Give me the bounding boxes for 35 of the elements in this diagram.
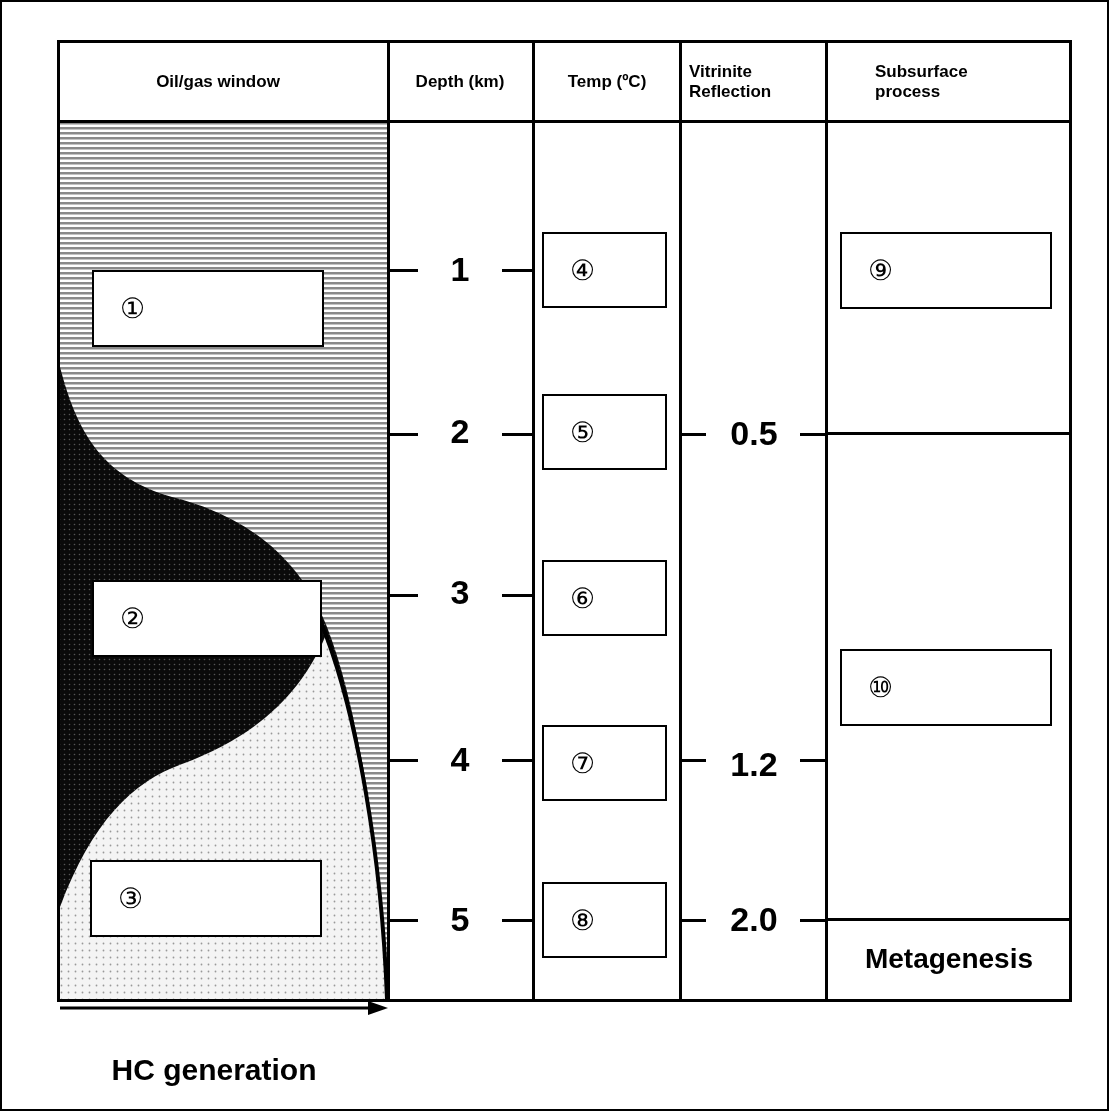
label: 1 (450, 250, 470, 290)
label: 1.2 (730, 745, 778, 785)
answer-box (92, 270, 324, 347)
circled-number: ② (120, 602, 145, 635)
circled-number: ⑤ (570, 415, 595, 449)
label: 2 (450, 412, 470, 452)
answer-box (542, 725, 667, 801)
answer-box (840, 649, 1052, 726)
column-header: Vitrinite Reflection (689, 62, 773, 102)
answer-box (90, 860, 322, 937)
circled-number: ⑩ (868, 671, 893, 704)
answer-box (542, 560, 667, 636)
column-header: Oil/gas window (156, 72, 280, 92)
label: 5 (450, 900, 470, 940)
answer-box (542, 394, 667, 470)
circled-number: ⑧ (570, 903, 595, 937)
answer-box (840, 232, 1052, 309)
label: 2.0 (730, 900, 778, 940)
answer-box (92, 580, 322, 657)
circled-number: ⑦ (570, 746, 595, 780)
column-header: Temp (ºC) (567, 72, 647, 92)
label: 0.5 (730, 414, 778, 454)
circled-number: ③ (118, 882, 143, 915)
label: 3 (450, 573, 470, 613)
column-header: Subsurface process (875, 62, 969, 102)
circled-number: ⑥ (570, 581, 595, 615)
answer-box (542, 882, 667, 958)
label: 4 (450, 740, 470, 780)
label: HC generation (111, 1052, 317, 1088)
circled-number: ④ (570, 253, 595, 287)
answer-box (542, 232, 667, 308)
label: Metagenesis (864, 942, 1034, 976)
circled-number: ⑨ (868, 254, 893, 287)
column-header: Depth (km) (415, 72, 505, 92)
circled-number: ① (120, 292, 145, 325)
